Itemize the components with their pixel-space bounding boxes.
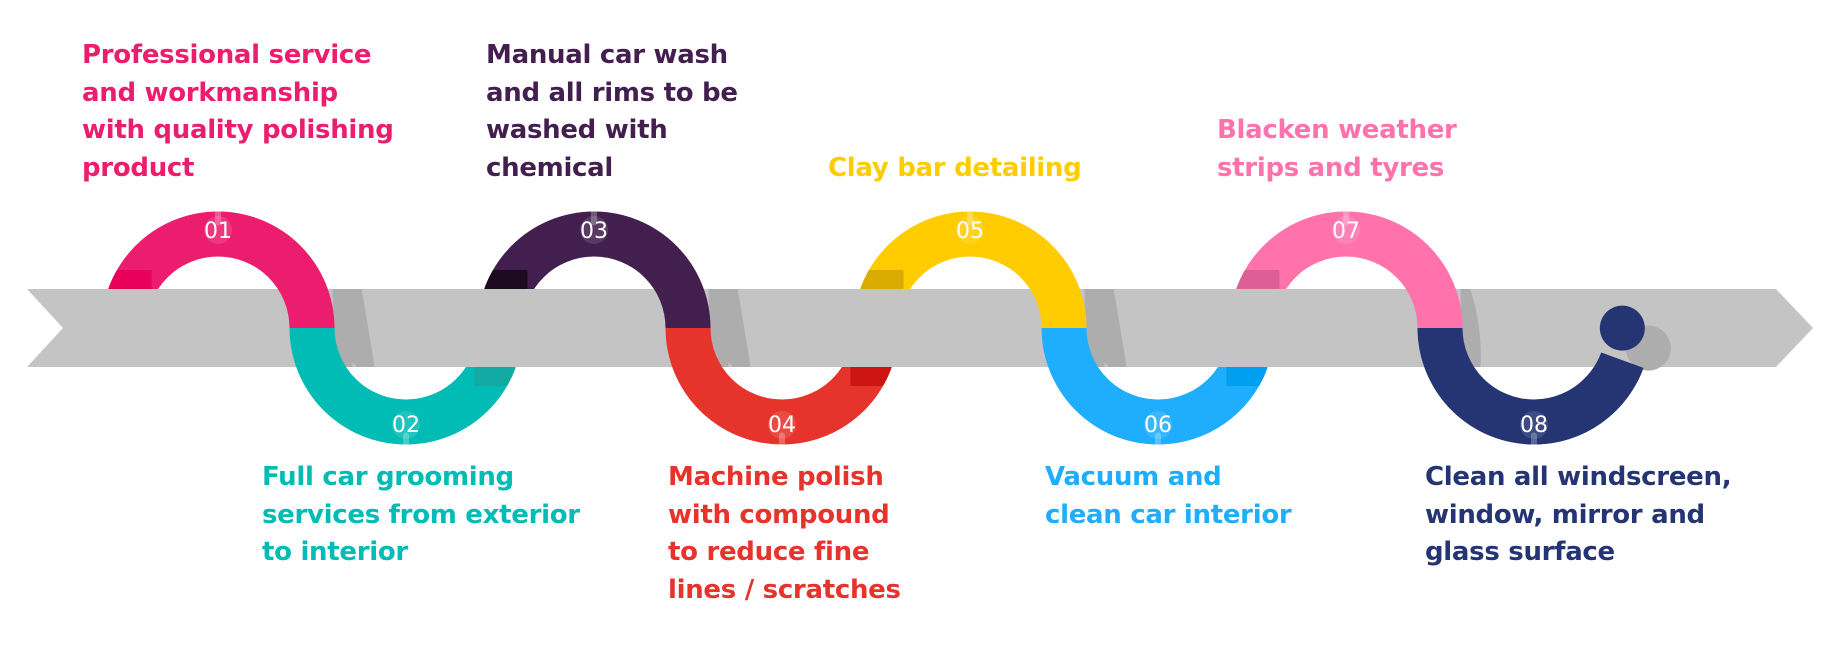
step-01-number-badge [204, 216, 232, 244]
step-07-connector-tick [1343, 195, 1349, 226]
step-02-arc-front [289, 328, 406, 445]
step-02-number-badge [392, 411, 420, 439]
step-05-arc-shade [853, 270, 904, 289]
step-08-description: Clean all windscreen, window, mirror and… [1425, 462, 1732, 567]
step-04-band-shadow [710, 289, 751, 367]
step-04-number-badge [768, 411, 796, 439]
step-07-arc-shade [1229, 270, 1280, 289]
step-06-band-shadow [1086, 289, 1127, 367]
step-04-number: 04 [768, 413, 796, 438]
step-06-arc-front [1041, 328, 1158, 445]
step-03-arc-shade [477, 270, 528, 289]
step-05-connector-tick [967, 195, 973, 226]
step-08-number: 08 [1520, 413, 1548, 438]
step-03-number-badge [580, 216, 608, 244]
step-03-connector-tick [591, 195, 597, 226]
step-07-number-badge [1332, 216, 1360, 244]
end-cap [1599, 305, 1645, 351]
step-01-number: 01 [204, 219, 232, 244]
step-05-number: 05 [956, 219, 984, 244]
step-06-number: 06 [1144, 413, 1172, 438]
step-08-arc-end [1534, 352, 1644, 445]
step-05-arc-front [970, 211, 1087, 328]
step-06-description: Vacuum and clean car interior [1045, 462, 1292, 530]
step-07-band-shadow [1460, 289, 1481, 367]
step-07-description: Blacken weather strips and tyres [1217, 115, 1457, 183]
step-01-connector-tick [215, 195, 221, 226]
step-02-band-shadow [334, 289, 375, 367]
arc-front-layer [218, 211, 1645, 445]
step-05-description: Clay bar detailing [828, 153, 1082, 183]
step-06-arc-shade [1226, 367, 1275, 386]
band-shadow-layer [332, 289, 1671, 371]
step-01-arc-shade [101, 270, 152, 289]
step-03-description: Manual car wash and all rims to be washe… [486, 40, 738, 183]
step-04-connector-tick [779, 432, 785, 461]
step-08-connector-tick [1531, 432, 1537, 461]
step-08-arc-front [1417, 328, 1534, 445]
step-03-number: 03 [580, 219, 608, 244]
step-02-description: Full car grooming services from exterior… [262, 462, 580, 567]
step-02-number: 02 [392, 413, 420, 438]
step-06-connector-tick [1155, 432, 1161, 461]
step-06-number-badge [1144, 411, 1172, 439]
step-07-arc-front [1346, 211, 1463, 328]
step-05-number-badge [956, 216, 984, 244]
step-07-number: 07 [1332, 219, 1360, 244]
step-02-connector-tick [403, 432, 409, 461]
step-04-arc-shade [850, 367, 899, 386]
step-04-arc-front [665, 328, 782, 445]
step-01-arc-front [218, 211, 335, 328]
step-04-description: Machine polish with compound to reduce f… [668, 462, 901, 605]
step-01-description: Professional service and workmanship wit… [82, 40, 394, 183]
step-03-arc-front [594, 211, 711, 328]
timeline-arrow-band [27, 289, 1813, 367]
step-08-number-badge [1520, 411, 1548, 439]
step-number-layer: 01 02 03 04 05 06 07 08 [204, 195, 1548, 461]
step-02-arc-shade [474, 367, 523, 386]
